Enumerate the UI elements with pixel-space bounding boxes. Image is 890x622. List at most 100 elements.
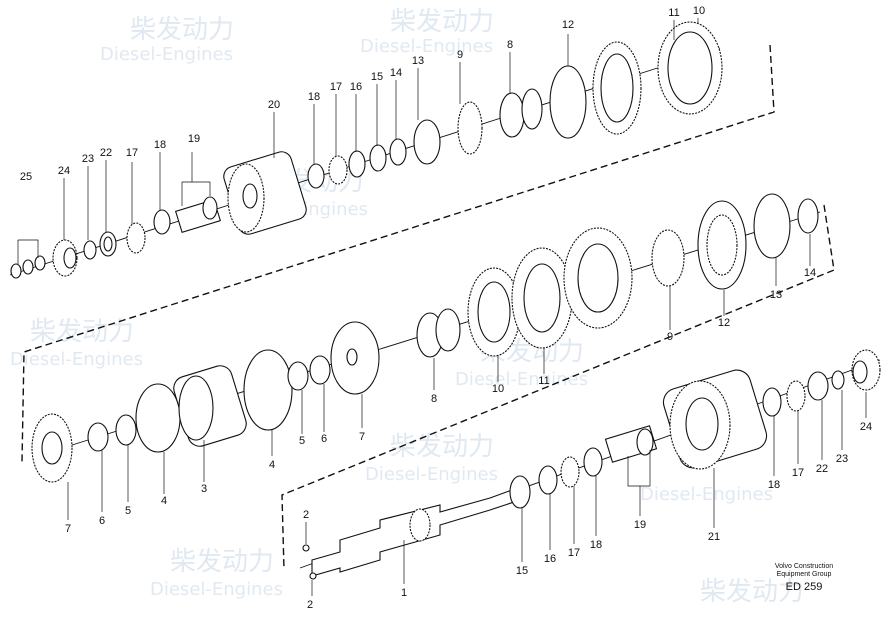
label-25: 25 (20, 171, 32, 183)
part-18-ring (762, 387, 782, 417)
part-17-needle-bearing (786, 380, 806, 412)
part-8-spring (499, 92, 525, 138)
part-11-inner (600, 53, 634, 123)
footer-drawing-code: ED 259 (786, 581, 823, 593)
part-14-snap-ring (389, 138, 407, 166)
label-11: 11 (538, 375, 549, 387)
footer-company-line2: Equipment Group (777, 571, 832, 578)
part-21-inner (685, 397, 719, 451)
label-5: 5 (299, 435, 305, 447)
part-24-bearing-bore (63, 247, 77, 269)
label-17: 17 (792, 467, 804, 479)
part-3-face (178, 375, 214, 441)
label-4: 4 (269, 459, 275, 471)
part-9-hub (651, 229, 685, 287)
part-13-circlip (753, 193, 791, 259)
label-24: 24 (860, 421, 872, 433)
label-4: 4 (161, 495, 167, 507)
leader-lines (17, 18, 867, 596)
watermark-en: Diesel-Engines (365, 464, 498, 485)
label-22: 22 (100, 147, 112, 159)
label-18: 18 (768, 479, 780, 491)
part-10-inner (477, 281, 511, 343)
part-8-spring (435, 308, 461, 352)
label-11: 11 (668, 7, 679, 19)
label-13: 13 (770, 289, 782, 301)
watermark-en: Diesel-Engines (455, 369, 588, 390)
part-1-spline (409, 508, 431, 542)
part-2-plug (309, 572, 317, 580)
part-7-bore (41, 431, 63, 465)
part-17-needle-bearing (126, 222, 146, 254)
label-24: 24 (58, 165, 70, 177)
part-4-oring (135, 383, 181, 453)
footer-company-line1: Volvo Construction (775, 563, 833, 570)
label-2: 2 (307, 599, 313, 611)
part-13-circlip (413, 119, 441, 165)
part-16-washer (348, 150, 366, 178)
label-15: 15 (516, 565, 528, 577)
part-22-bore (103, 236, 113, 252)
part-7-hole (346, 348, 358, 366)
label-6: 6 (321, 433, 327, 445)
part-2-plug (302, 544, 310, 552)
part-4-oring (243, 349, 293, 431)
part-8-spring (521, 88, 543, 130)
part-25-ring (10, 263, 22, 279)
part-11-inner (523, 263, 561, 333)
label-18: 18 (154, 139, 166, 151)
label-23: 23 (82, 153, 94, 165)
lower-frame (281, 204, 835, 571)
top-row-parts (10, 21, 723, 279)
label-10: 10 (693, 5, 705, 17)
label-7: 7 (359, 431, 365, 443)
watermark-cn: 柴发动力 (390, 432, 494, 462)
watermark-cn: 柴发动力 (700, 577, 804, 607)
watermark-en: Diesel-Engines (10, 349, 143, 370)
part-18-ring (583, 447, 603, 477)
part-17-needle-bearing (328, 155, 348, 185)
label-19: 19 (634, 519, 646, 531)
part-24-bore (852, 360, 868, 384)
part-14-snap-ring (797, 198, 819, 234)
label-1: 1 (401, 587, 407, 599)
label-2: 2 (303, 509, 309, 521)
label-14: 14 (390, 67, 402, 79)
label-14: 14 (804, 267, 816, 279)
part-11-inner (577, 243, 619, 313)
part-25-ring (22, 259, 34, 275)
label-19: 19 (188, 133, 200, 145)
label-6: 6 (99, 515, 105, 527)
label-12: 12 (718, 317, 730, 329)
part-12-disc (549, 65, 587, 139)
part-15-washer (369, 144, 387, 172)
middle-row-parts (31, 193, 819, 483)
part-23-washer (83, 240, 97, 260)
part-6-ring (87, 422, 109, 452)
part-20-bore (242, 183, 258, 209)
part-19-end (636, 428, 654, 456)
callout-labels: 25 24 23 22 17 18 19 20 18 17 16 15 14 1… (20, 5, 872, 611)
upper-frame (21, 44, 775, 463)
label-17: 17 (126, 147, 138, 159)
label-8: 8 (431, 393, 437, 405)
label-15: 15 (371, 71, 383, 83)
label-7: 7 (65, 523, 71, 535)
part-23-washer (831, 370, 845, 390)
part-12-inner (706, 214, 738, 276)
watermark-cn: 柴发动力 (390, 7, 494, 37)
bottom-row-parts (302, 349, 881, 580)
label-21: 21 (708, 531, 720, 543)
label-16: 16 (350, 81, 362, 93)
label-10: 10 (492, 383, 504, 395)
watermark-cn: 柴发动力 (170, 547, 274, 577)
part-18-ring (307, 163, 325, 189)
label-22: 22 (816, 463, 828, 475)
part-15-washer (509, 475, 531, 509)
label-3: 3 (201, 483, 207, 495)
part-5-seal (115, 414, 137, 446)
part-25-ring (34, 255, 46, 271)
part-5-seal (287, 361, 309, 391)
